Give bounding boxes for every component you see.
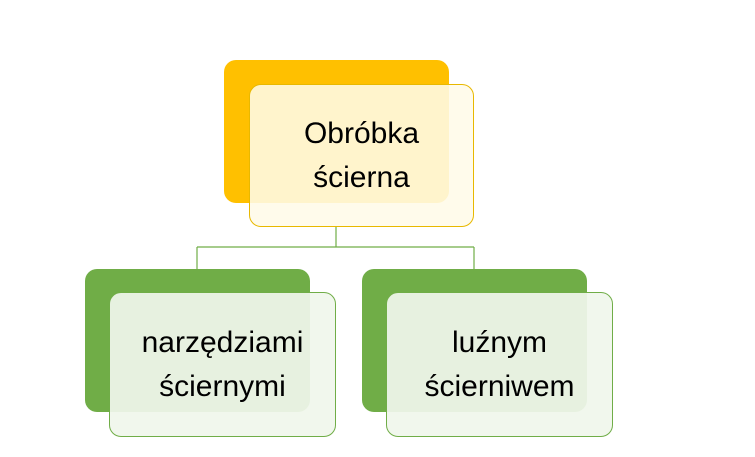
child-node-2: luźnym ścierniwem bbox=[386, 292, 613, 437]
child-2-label-line-2: ścierniwem bbox=[424, 369, 575, 403]
root-node-label: Obróbka ścierna bbox=[304, 112, 419, 199]
child-1-label-line-1: narzędziami bbox=[141, 326, 304, 359]
root-node: Obróbka ścierna bbox=[249, 84, 474, 227]
child-node-2-label: luźnym ścierniwem bbox=[424, 321, 574, 408]
root-label-line-1: Obróbka bbox=[303, 117, 420, 150]
child-node-1-label: narzędziami ściernymi bbox=[142, 321, 304, 408]
child-node-1: narzędziami ściernymi bbox=[109, 292, 336, 437]
child-2-label-line-1: luźnym bbox=[451, 326, 548, 359]
child-1-label-line-2: ściernymi bbox=[159, 369, 286, 403]
root-label-line-2: ścierna bbox=[313, 160, 410, 194]
